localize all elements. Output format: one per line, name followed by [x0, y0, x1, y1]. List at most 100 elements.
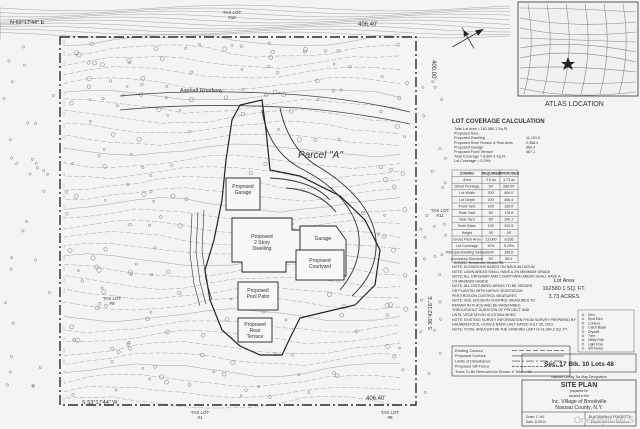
tree-symbol	[94, 264, 100, 270]
tree-symbol	[92, 60, 97, 66]
contour-line	[63, 296, 401, 311]
contour-line	[0, 13, 511, 23]
legend-item: Tree	[588, 334, 595, 338]
tree-symbol	[354, 329, 359, 334]
zoning-cell: Front Yard	[459, 204, 476, 208]
zoning-cell: Rear Yard	[459, 211, 475, 215]
tree-symbol	[392, 184, 397, 189]
tree-symbol	[38, 365, 42, 369]
contour-line	[63, 320, 401, 334]
scale-label: Scale: 1"=40'	[526, 415, 545, 419]
tree-symbol	[438, 146, 442, 150]
zoning-cell: Principal Dwelling Setback	[446, 251, 489, 255]
tree-symbol	[290, 353, 294, 357]
tree-symbol	[165, 329, 170, 335]
tree-symbol	[9, 267, 13, 271]
tree-symbol	[263, 161, 268, 166]
zoning-header: PROPOSED	[499, 171, 520, 175]
tree-symbol	[104, 199, 107, 202]
label-line: Proposed	[309, 258, 331, 264]
tax-lot-label: TAX LOT#11	[431, 208, 450, 218]
topographic-contours	[0, 4, 511, 409]
legend-item: Catch Basin	[588, 326, 606, 330]
legend-symbol	[581, 334, 585, 337]
tree-symbol	[127, 269, 133, 275]
note-line: UNTIL VEGETATION IS ESTABLISHED	[452, 313, 516, 317]
atlas-road-lines	[519, 3, 637, 96]
tree-symbol	[397, 96, 402, 100]
tree-symbol	[327, 291, 333, 298]
legend-item: Elev.	[588, 313, 595, 317]
tree-symbol	[148, 377, 152, 381]
contour-line	[0, 28, 511, 38]
tree-symbol	[401, 368, 405, 372]
contour-line	[63, 33, 401, 47]
tree-symbol	[134, 262, 138, 266]
tree-symbol	[178, 109, 182, 112]
coverage-line: Total Coverage = 8,604.3 Sq.Ft.	[454, 155, 506, 159]
zoning-cell: 200'	[488, 191, 495, 195]
tree-symbol	[268, 55, 273, 60]
tree-symbol	[430, 170, 434, 173]
tree-symbol	[42, 169, 46, 173]
label-line: Proposed	[232, 184, 254, 190]
zoning-cell: 12,000	[486, 237, 497, 241]
tree-symbol	[396, 43, 400, 47]
legend-item: Spot Elev.	[588, 317, 603, 321]
tree-symbol	[337, 137, 341, 142]
contour-line	[63, 143, 401, 158]
tree-symbol	[316, 97, 320, 101]
legend-symbol	[581, 338, 585, 342]
zoning-cell: 50'	[489, 218, 494, 222]
tree-symbol	[164, 96, 168, 100]
zoning-cell: Area	[463, 178, 471, 182]
tree-symbol	[165, 84, 169, 88]
tree-symbol	[140, 75, 146, 81]
tree-symbol	[52, 93, 55, 97]
tree-symbol	[229, 297, 233, 301]
tree-symbol	[74, 194, 79, 199]
note-line: NOTE: SOIL EROSION CONTROL MEASURES TO	[452, 299, 535, 303]
tree-symbol	[331, 88, 336, 93]
lot-area-sqft: 162580.1 SQ. FT.	[542, 286, 586, 292]
legend-item: Drywell	[588, 330, 599, 334]
tree-symbol	[422, 114, 426, 118]
tree-symbol	[125, 85, 129, 88]
contour-line	[0, 4, 511, 14]
tree-symbol	[4, 301, 7, 305]
label-line: Garage	[235, 190, 252, 196]
tree-symbol	[284, 318, 288, 322]
zoning-cell: 178.8'	[504, 211, 514, 215]
zoning-cell: 400.0'	[504, 191, 514, 195]
label-line: Terrace	[247, 334, 264, 340]
tree-symbol	[303, 47, 308, 53]
zoning-cell: Accessory Structure	[451, 257, 483, 261]
two-story-dwelling-footprint	[231, 217, 301, 273]
contour-line	[63, 275, 401, 290]
tree-symbol	[289, 109, 294, 114]
tree-symbol	[111, 132, 116, 137]
legend-symbol	[581, 343, 585, 346]
parcel-label: Parcel "A"	[298, 150, 343, 161]
tree-symbol	[31, 157, 34, 161]
zoning-cell: Side Yard	[459, 218, 474, 222]
atlas-road	[580, 3, 589, 95]
tree-symbol	[89, 41, 94, 46]
tree-symbol	[23, 63, 27, 67]
tree-symbol	[128, 60, 132, 65]
coverage-line: Proposed Garage	[454, 145, 483, 149]
legend-symbol	[581, 317, 585, 321]
tree-symbol	[423, 257, 427, 261]
tree-symbol	[127, 340, 131, 345]
tree-symbol	[383, 177, 389, 182]
tree-symbol	[239, 44, 244, 48]
tree-symbol	[126, 58, 132, 63]
tree-symbol	[36, 166, 39, 170]
tree-symbol	[15, 162, 19, 166]
